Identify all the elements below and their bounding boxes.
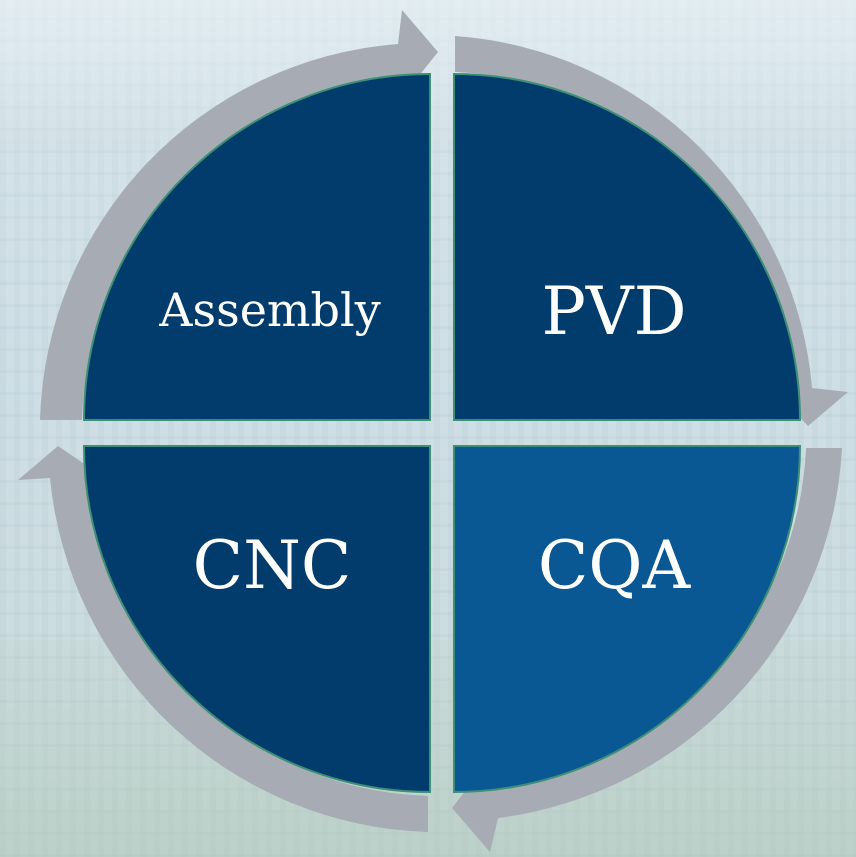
quadrant-cqa [453, 445, 802, 794]
label-cqa: CQA [538, 527, 692, 604]
arrow-to-assembly [18, 446, 428, 832]
arrow-to-pvd [40, 10, 438, 420]
cycle-arrows [18, 10, 848, 852]
quadrant-pvd [453, 72, 802, 421]
label-pvd: PVD [542, 273, 687, 350]
arrow-to-cqa [455, 36, 848, 426]
label-assembly: Assembly [158, 283, 380, 337]
quadrant-cnc [82, 445, 431, 794]
arrow-to-cnc [452, 448, 842, 852]
label-cnc: CNC [193, 527, 352, 604]
quadrants [82, 72, 802, 794]
quadrant-assembly [82, 72, 431, 421]
